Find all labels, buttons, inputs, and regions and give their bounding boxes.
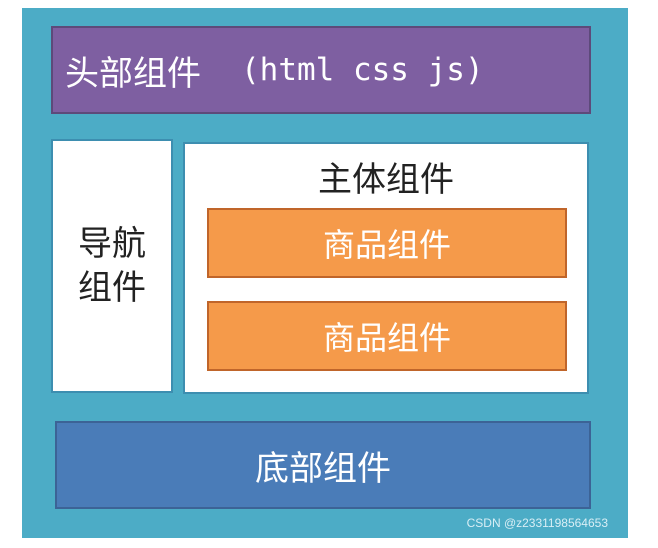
page-layout-diagram: 头部组件 (html css js) 导航组件 主体组件 商品组件 商品组件 底… [22, 8, 628, 538]
header-component-title: 头部组件 [65, 53, 201, 94]
product-component-box: 商品组件 [207, 301, 567, 371]
header-component-tech: (html css js) [241, 52, 484, 88]
main-component-box: 主体组件 商品组件 商品组件 [183, 142, 589, 394]
header-component-box: 头部组件 (html css js) [51, 26, 591, 114]
nav-component-label: 导航组件 [78, 223, 146, 308]
footer-component-box: 底部组件 [55, 421, 591, 509]
main-component-title: 主体组件 [318, 160, 454, 200]
product-component-box: 商品组件 [207, 208, 567, 278]
csdn-watermark: CSDN @z2331198564653 [466, 516, 608, 530]
nav-component-box: 导航组件 [51, 139, 173, 393]
